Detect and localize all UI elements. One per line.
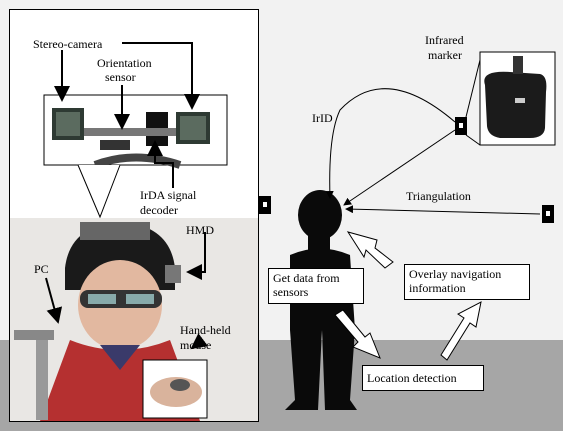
signal-lines [325,88,541,215]
infrared-marker-label-line1: Infrared [425,33,464,47]
flow-arrows [334,231,482,361]
irid-label: IrID [312,111,333,125]
get-data-line2: sensors [273,285,309,299]
hmd-label: HMD [186,223,215,237]
orientation-sensor-label-line1: Orientation [97,56,152,70]
irda-decoder-label-line1: IrDA signal [140,188,197,202]
camera-rig-photo [43,94,228,169]
ir-marker-icons [259,117,554,223]
get-data-line1: Get data from [273,271,340,285]
user-wearing-system-photo [10,218,258,421]
infrared-marker-photo [465,51,556,146]
hand-held-mouse-label-line1: Hand-held [180,323,231,337]
get-data-box: Get data from sensors [268,268,364,304]
location-detection-box: Location detection [362,365,484,391]
overlay-line1: Overlay navigation [409,267,502,281]
triangulation-label: Triangulation [406,189,471,203]
irda-decoder-label-line2: decoder [140,203,178,217]
zoom-callout [77,164,121,219]
overlay-line2: information [409,281,466,295]
overlay-navigation-box: Overlay navigation information [404,264,530,300]
location-detection-text: Location detection [367,371,457,385]
infrared-marker-label-line2: marker [428,48,462,62]
hand-held-mouse-label-line2: mouse [180,338,212,352]
orientation-sensor-label-line2: sensor [105,70,136,84]
left-panel-arrows [45,42,208,350]
pc-label: PC [34,262,49,276]
stereo-camera-label: Stereo-camera [33,37,103,51]
